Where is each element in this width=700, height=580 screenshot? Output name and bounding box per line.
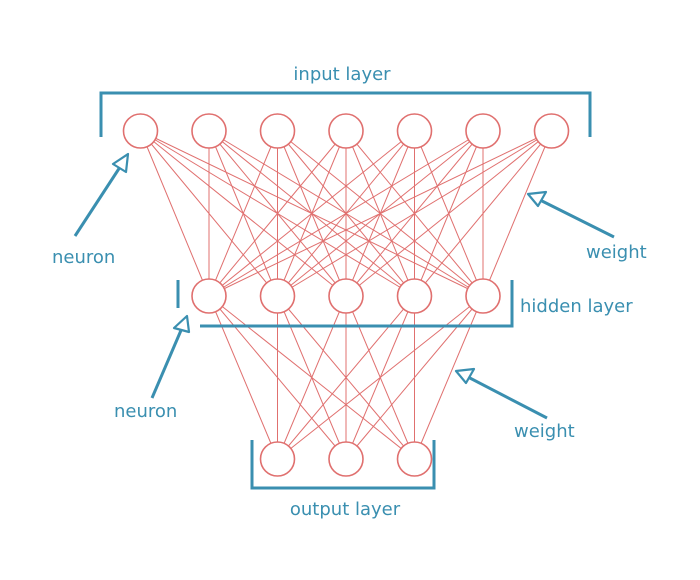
hidden-layer-label: hidden layer (520, 296, 633, 317)
weight-edge-hidden-5-to-output-2 (345, 295, 484, 460)
hidden-layer-bracket (200, 280, 514, 328)
output-neuron-2 (328, 441, 364, 477)
input-neuron-4 (328, 113, 364, 149)
weight-arrow-top (537, 197, 615, 239)
weight-edge-input-7-to-hidden-2 (277, 130, 552, 297)
input-layer-bracket (99, 91, 592, 137)
weight-connections (140, 130, 552, 460)
weight-edge-input-7-to-hidden-1 (208, 130, 552, 297)
input-neuron-3 (259, 113, 296, 149)
weight-edge-input-7-to-hidden-5 (482, 130, 552, 297)
weight-edge-input-4-to-hidden-1 (208, 130, 347, 297)
input-neuron-1 (122, 113, 159, 149)
weight-edge-input-5-to-hidden-1 (208, 130, 415, 297)
input-neuron-7 (533, 113, 570, 149)
weight-edge-hidden-5-to-output-3 (414, 295, 484, 460)
neuron-arrow-top (73, 163, 124, 237)
input-neuron-2 (191, 113, 227, 149)
weight-label-mid: weight (514, 421, 575, 442)
hidden-neuron-1 (191, 278, 227, 314)
hidden-neuron-3 (328, 278, 364, 314)
output-neuron-3 (396, 441, 433, 477)
weight-edge-hidden-3-to-output-1 (277, 295, 347, 460)
weight-edge-hidden-4-to-output-1 (277, 295, 415, 460)
neuron-arrow-mid (150, 327, 184, 399)
neuron-arrowhead-top-icon (111, 152, 130, 174)
weight-label-top: weight (586, 242, 647, 263)
output-layer-bracket (250, 440, 436, 490)
weight-edge-hidden-1-to-output-1 (208, 295, 278, 460)
hidden-neuron-4 (396, 278, 433, 314)
weight-edge-hidden-5-to-output-1 (277, 295, 484, 460)
weight-edge-input-7-to-hidden-3 (345, 130, 552, 297)
weight-arrowhead-top-icon (526, 190, 548, 208)
output-neuron-1 (259, 441, 296, 477)
neuron-label-mid: neuron (114, 401, 177, 422)
weight-edge-input-1-to-hidden-1 (140, 130, 210, 297)
neuron-arrowhead-mid-icon (172, 314, 191, 334)
input-layer-label: input layer (293, 64, 391, 85)
hidden-neuron-2 (259, 278, 296, 314)
hidden-neuron-5 (465, 278, 501, 314)
neurons (122, 113, 570, 477)
input-neuron-5 (396, 113, 433, 149)
weight-edge-input-3-to-hidden-1 (208, 130, 278, 297)
input-neuron-6 (465, 113, 501, 149)
output-layer-label: output layer (290, 499, 401, 520)
neuron-label-top: neuron (52, 247, 115, 268)
weight-edge-input-6-to-hidden-1 (208, 130, 484, 297)
weight-edge-input-7-to-hidden-4 (414, 130, 552, 297)
weight-arrow-mid (465, 374, 548, 420)
weight-arrowhead-mid-icon (454, 367, 476, 385)
